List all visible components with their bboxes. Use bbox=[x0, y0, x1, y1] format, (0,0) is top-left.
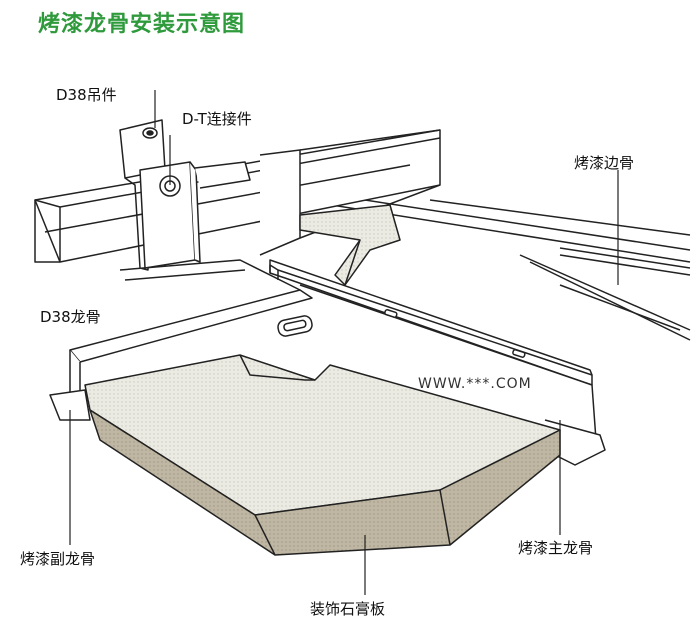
label-d38-keel: D38龙骨 bbox=[40, 308, 101, 326]
cross-tee bbox=[299, 204, 401, 286]
diagram-title: 烤漆龙骨安装示意图 bbox=[38, 12, 246, 37]
d38-keel bbox=[34, 129, 441, 263]
secondary-keel bbox=[49, 259, 313, 421]
label-secondary-keel: 烤漆副龙骨 bbox=[20, 550, 96, 568]
label-dt-connector: D-T连接件 bbox=[182, 110, 252, 128]
label-gypsum-board: 装饰石膏板 bbox=[310, 600, 386, 618]
main-keel bbox=[269, 259, 606, 466]
dt-connector bbox=[139, 161, 251, 269]
label-main-keel: 烤漆主龙骨 bbox=[518, 539, 594, 557]
watermark: WWW.***.COM bbox=[418, 376, 532, 392]
label-edge-keel: 烤漆边骨 bbox=[574, 154, 635, 172]
label-hanger: D38吊件 bbox=[56, 86, 117, 104]
